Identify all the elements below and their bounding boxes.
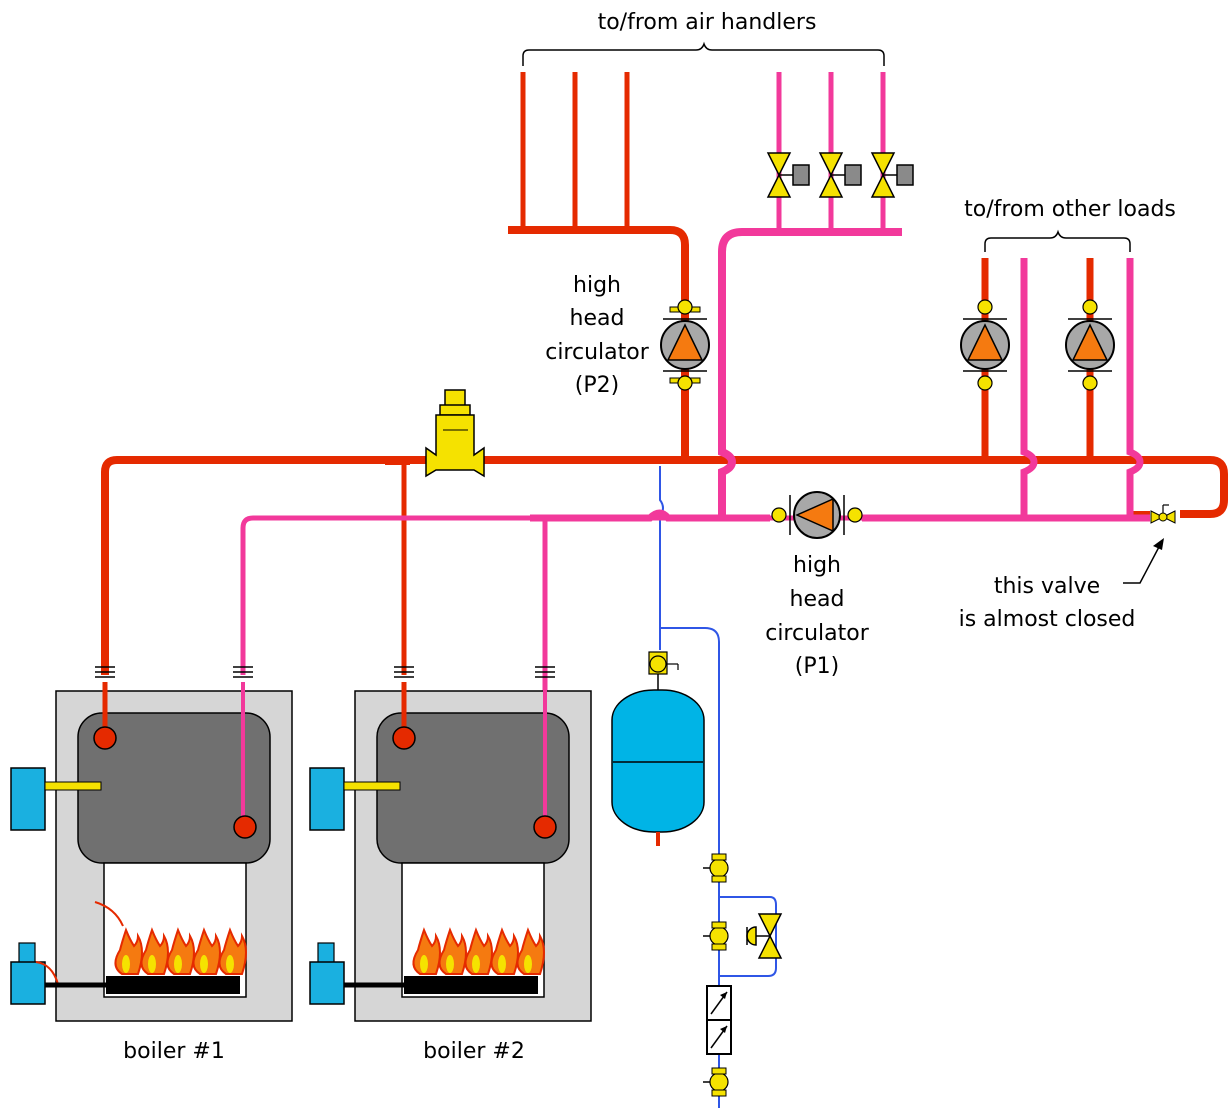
boiler-2-flame-cores (420, 955, 532, 973)
svg-text:high: high (793, 553, 841, 578)
p1-label: high head circulator (P1) (765, 553, 869, 679)
air-handlers-label: to/from air handlers (598, 10, 817, 35)
zone-valves (766, 152, 914, 198)
svg-text:(P1): (P1) (795, 654, 839, 679)
svg-text:head: head (790, 587, 845, 612)
supply-piping (101, 72, 1228, 675)
pressure-reducing-valve-icon (746, 913, 783, 959)
svg-text:high: high (573, 273, 621, 298)
zone-valve-icon (766, 152, 810, 198)
union-fittings (95, 666, 555, 678)
balancing-valve-icon (1150, 504, 1176, 524)
p2-label: high head circulator (P2) (545, 273, 649, 398)
expansion-tank-icon (611, 651, 705, 846)
boiler-1-flame-cores (122, 955, 234, 973)
svg-text:circulator: circulator (765, 621, 869, 646)
makeup-valve-icon (703, 921, 729, 951)
backflow-preventer-icon (706, 985, 732, 1055)
svg-text:head: head (570, 306, 625, 331)
other-loads-brace (984, 229, 1131, 252)
svg-text:this valve: this valve (994, 574, 1100, 599)
circulator-p1-icon (771, 491, 863, 539)
boiler-2 (309, 682, 592, 1022)
return-piping (240, 72, 1150, 820)
load-circulator-icon (1065, 299, 1115, 391)
zone-valve-icon (870, 152, 914, 198)
air-handler-brace (522, 41, 885, 66)
svg-text:is almost closed: is almost closed (959, 607, 1136, 632)
circulator-p2-icon (660, 299, 710, 391)
valve-note-label: this valve is almost closed (959, 574, 1136, 632)
svg-text:(P2): (P2) (575, 373, 619, 398)
svg-text:circulator: circulator (545, 340, 649, 365)
air-separator-icon (425, 389, 485, 478)
zone-valve-icon (818, 152, 862, 198)
other-loads-label: to/from other loads (964, 197, 1176, 222)
valve-note-arrow (1123, 544, 1161, 584)
boiler-1-label: boiler #1 (123, 1039, 225, 1064)
boiler-2-label: boiler #2 (423, 1039, 525, 1064)
load-circulator-icon (960, 299, 1010, 391)
makeup-valve-icon (703, 1067, 729, 1097)
makeup-valve-icon (703, 853, 729, 883)
makeup-water-line (659, 466, 777, 1108)
arrowhead-icon (1153, 538, 1164, 550)
